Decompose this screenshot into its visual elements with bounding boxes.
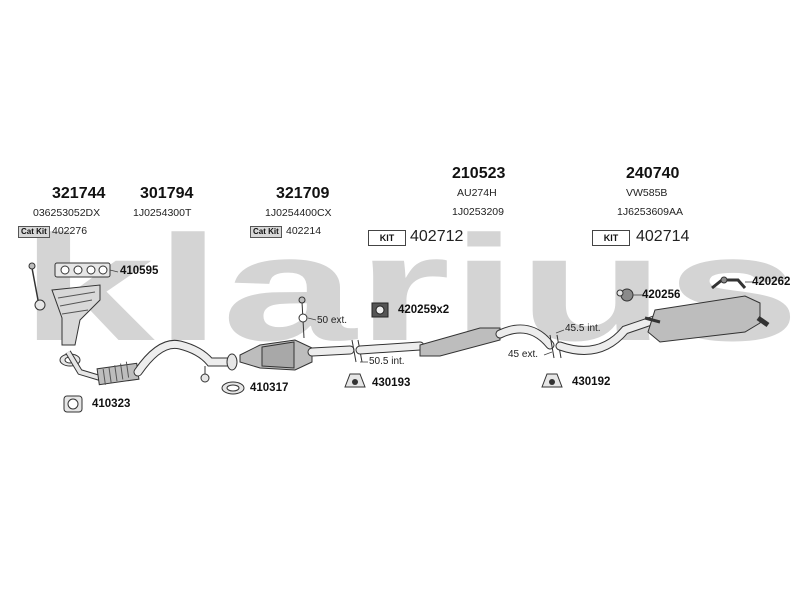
kit-number-402714: 402714	[636, 228, 690, 245]
kit-badge-1: KIT	[368, 230, 406, 246]
part-label-430192: 430192	[572, 376, 611, 388]
kit-number-402712: 402712	[410, 228, 464, 245]
part-label-410317: 410317	[250, 382, 289, 394]
part-label-420259x2: 420259x2	[398, 304, 450, 316]
part-number-240740: 240740	[626, 165, 680, 182]
pipe-joint-left-icon	[351, 339, 425, 363]
note-45-ext: 45 ext.	[508, 349, 539, 360]
manifold-front-pipe-icon	[28, 262, 101, 381]
note-50-5-int: 50.5 int.	[369, 356, 405, 367]
oem-code-036253052dx: 036253052DX	[33, 207, 101, 219]
part-number-321744: 321744	[52, 185, 106, 202]
bracket-420262-icon	[711, 276, 747, 290]
leader-lines	[109, 269, 752, 363]
cat-kit-badge-1: Cat Kit	[18, 226, 50, 238]
gasket-410323-icon	[63, 395, 83, 413]
gasket-410317-icon	[221, 381, 245, 395]
manifold-gasket-icon	[54, 262, 111, 278]
rubber-mount-430193-icon	[344, 373, 366, 388]
clamp-420259-icon	[371, 302, 389, 318]
rubber-hanger-420256-icon	[616, 288, 634, 302]
part-number-321709: 321709	[276, 185, 330, 202]
oem-code-1j0254300t: 1J0254300T	[133, 207, 192, 219]
note-50-ext: 50 ext.	[317, 315, 348, 326]
oem-code-1j6253609aa: 1J6253609AA	[617, 206, 683, 218]
part-label-430193: 430193	[372, 377, 411, 389]
flex-pipe-icon	[96, 361, 140, 386]
oem-code-vw585b: VW585B	[626, 187, 668, 199]
kit-badge-2: KIT	[592, 230, 630, 246]
pipe-joint-right-icon	[549, 313, 665, 359]
rubber-mount-430192-icon	[541, 373, 563, 388]
part-number-210523: 210523	[452, 165, 506, 182]
middle-silencer-icon	[419, 324, 555, 357]
part-label-420262: 420262	[752, 276, 791, 288]
cat-kit-badge-2: Cat Kit	[250, 226, 282, 238]
part-label-420256: 420256	[642, 289, 681, 301]
rear-silencer-icon	[644, 295, 770, 343]
oem-code-1j0254400cx: 1J0254400CX	[265, 207, 332, 219]
note-45-5-int: 45.5 int.	[565, 323, 601, 334]
catalytic-converter-icon	[239, 296, 355, 371]
part-number-301794: 301794	[140, 185, 194, 202]
oem-code-1j0253209: 1J0253209	[452, 206, 504, 218]
front-pipe-icon	[133, 339, 238, 383]
part-label-410323: 410323	[92, 398, 131, 410]
part-label-410595: 410595	[120, 265, 159, 277]
cat-kit-number-402276: 402276	[52, 225, 88, 237]
oem-code-au274h: AU274H	[457, 187, 497, 199]
cat-kit-number-402214: 402214	[286, 225, 322, 237]
